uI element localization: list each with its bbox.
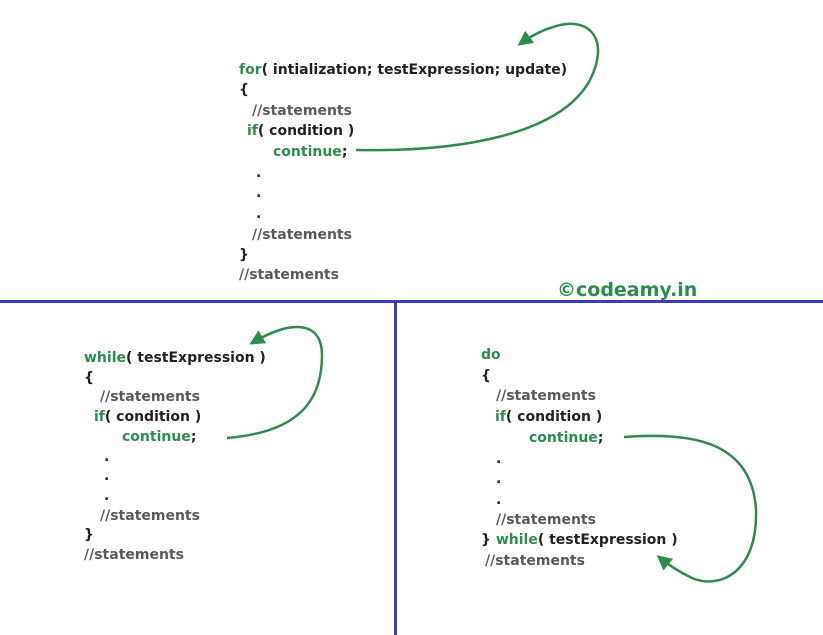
do-while-keyword: while [495, 532, 538, 548]
while-after-statement: //statements [84, 547, 184, 563]
while-ellipsis-dot-1: . [104, 449, 110, 465]
for-continue-keyword: continue [273, 144, 342, 160]
horizontal-divider [0, 300, 823, 303]
while-header: while( testExpression ) [84, 349, 266, 367]
for-header: for( intialization; testExpression; upda… [239, 61, 567, 79]
while-open-brace: { [84, 370, 94, 386]
for-if-keyword: if [247, 123, 258, 139]
do-after-statement: //statements [485, 553, 585, 569]
do-continue-semicolon: ; [597, 430, 604, 446]
do-close-brace: } [481, 532, 496, 548]
do-if-condition: ( condition ) [505, 409, 603, 425]
while-ellipsis-dot-3: . [104, 488, 110, 504]
do-ellipsis-dot-3: . [496, 492, 502, 508]
do-continue-line: continue; [529, 429, 603, 447]
for-if-condition: ( condition ) [257, 123, 355, 139]
do-statement-2: //statements [496, 512, 596, 528]
do-open-brace: { [481, 368, 491, 384]
while-ellipsis-dot-2: . [104, 468, 110, 484]
for-after-statement: //statements [239, 267, 339, 283]
while-header-rest: ( testExpression ) [126, 350, 266, 366]
while-keyword: while [84, 350, 126, 366]
while-continue-keyword: continue [122, 429, 191, 445]
while-statement-1: //statements [100, 389, 200, 405]
while-if-condition: ( condition ) [104, 409, 202, 425]
brand-watermark: ©codeamy.in [557, 279, 698, 301]
while-if-keyword: if [94, 409, 105, 425]
do-ellipsis-dot-2: . [496, 471, 502, 487]
do-statement-1: //statements [496, 388, 596, 404]
do-continue-keyword: continue [529, 430, 598, 446]
for-header-rest: ( intialization; testExpression; update) [261, 62, 568, 78]
while-close-brace: } [84, 527, 94, 543]
do-keyword: do [481, 347, 501, 363]
do-if-line: if( condition ) [495, 408, 602, 426]
for-statement-2: //statements [252, 227, 352, 243]
while-continue-semicolon: ; [190, 429, 197, 445]
do-close-while-line: } while( testExpression ) [481, 531, 678, 549]
for-ellipsis-dot-2: . [256, 185, 262, 201]
for-ellipsis-dot-1: . [256, 165, 262, 181]
do-continue-arrow [623, 434, 758, 583]
for-ellipsis-dot-3: . [256, 206, 262, 222]
while-continue-line: continue; [122, 428, 196, 446]
while-if-line: if( condition ) [94, 408, 201, 426]
for-keyword: for [239, 62, 262, 78]
for-close-brace: } [239, 247, 249, 263]
for-continue-arrow [355, 22, 600, 152]
for-statement-1: //statements [252, 103, 352, 119]
while-continue-arrow [226, 325, 324, 440]
for-continue-semicolon: ; [341, 144, 348, 160]
for-if-line: if( condition ) [247, 122, 354, 140]
while-statement-2: //statements [100, 508, 200, 524]
do-ellipsis-dot-1: . [496, 451, 502, 467]
do-while-condition: ( testExpression ) [537, 532, 678, 548]
for-open-brace: { [239, 82, 249, 98]
do-if-keyword: if [495, 409, 506, 425]
for-continue-line: continue; [273, 143, 347, 161]
vertical-divider [394, 302, 397, 635]
